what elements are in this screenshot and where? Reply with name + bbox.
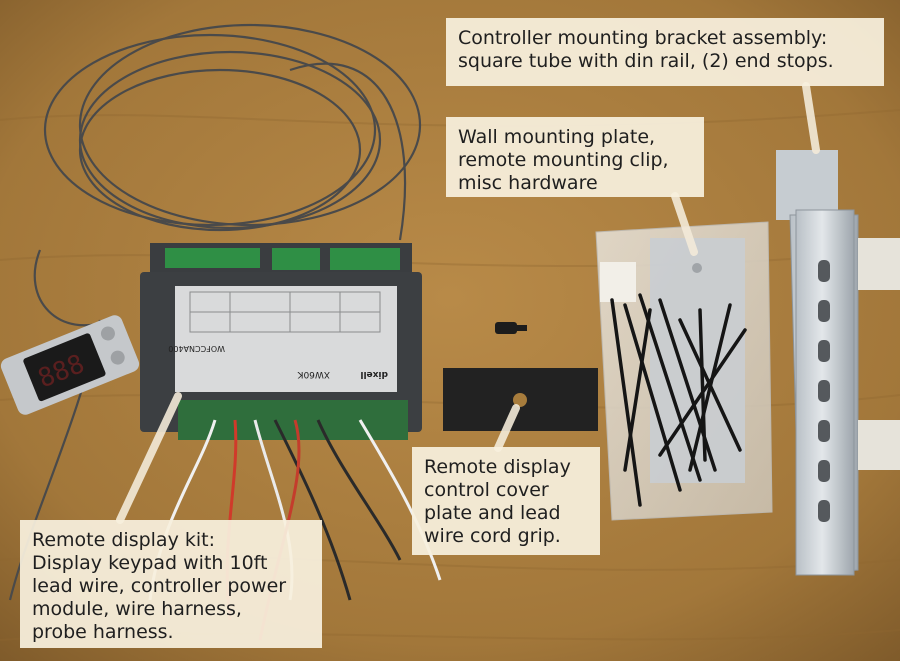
callout-line: module, wire harness, [32,598,242,620]
callout-line: Wall mounting plate, [458,126,656,148]
callout-line: square tube with din rail, (2) end stops… [458,50,834,72]
callout-line: Remote display kit: [32,529,215,551]
coiled-lead-wire [8,23,422,601]
callout-wall-mounting-plate: Wall mounting plate, remote mounting cli… [446,117,704,197]
callout-mounting-bracket: Controller mounting bracket assembly: sq… [446,18,884,86]
callout-pointers [116,82,820,524]
callout-line: misc hardware [458,172,598,194]
display-keypad: 888 [0,315,140,415]
callout-line: probe harness. [32,621,174,643]
hardware-bag [595,221,773,521]
module-model-label: XW60K [296,369,330,379]
callout-line: Display keypad with 10ft [32,552,268,574]
mounting-bracket [776,150,900,576]
module-part-number-label: WOFCCNA400 [168,344,225,353]
callout-line: remote mounting clip, [458,149,669,171]
cover-plate [443,368,598,431]
callout-remote-display-kit: Remote display kit: Display keypad with … [20,520,322,648]
callout-line: wire cord grip. [424,525,561,547]
callout-line: lead wire, controller power [32,575,287,597]
controller-module: XW60K WOFCCNA400 dixell [140,243,422,440]
callout-line: Controller mounting bracket assembly: [458,27,828,49]
end-stop-bottom [858,420,900,470]
module-brand-logo: dixell [360,369,388,379]
end-stop-top [858,238,900,290]
callout-line: Remote display [424,456,571,478]
callout-line: plate and lead [424,502,561,524]
callout-line: control cover [424,479,549,501]
cord-grip [495,322,527,334]
callout-cover-plate: Remote display control cover plate and l… [412,447,600,555]
